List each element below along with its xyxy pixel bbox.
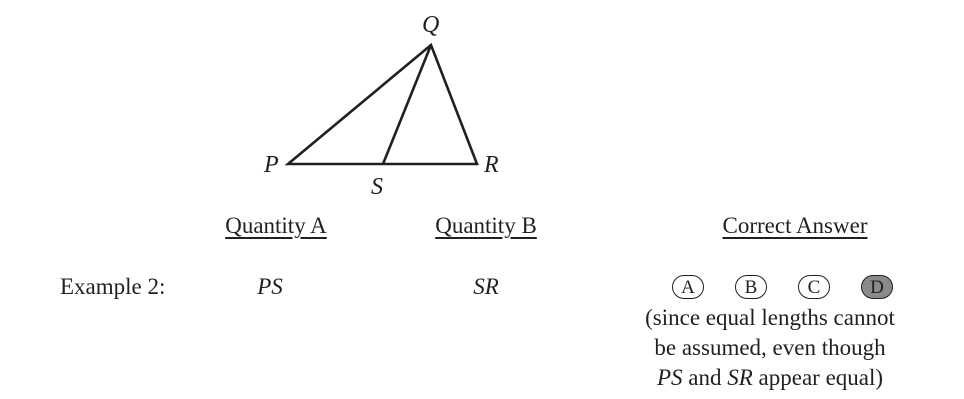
header-quantity-a: Quantity A bbox=[225, 213, 327, 238]
explanation-rest: appear equal) bbox=[752, 365, 884, 390]
vertex-label-p: P bbox=[264, 152, 279, 178]
explanation-line-1: (since equal lengths cannot bbox=[645, 305, 895, 330]
choice-d-bubble-selected[interactable]: D bbox=[861, 275, 893, 299]
quantity-b-value: SR bbox=[473, 274, 499, 299]
explanation-var-sr: SR bbox=[727, 365, 753, 390]
triangle-figure: Q P S R bbox=[264, 12, 499, 200]
triangle-pqr bbox=[284, 42, 479, 166]
header-correct-answer: Correct Answer bbox=[722, 213, 868, 238]
answer-choices: A B C D bbox=[672, 272, 924, 302]
choice-c-bubble[interactable]: C bbox=[798, 275, 830, 299]
explanation-var-ps: PS bbox=[656, 365, 683, 390]
explanation-line-3: PS and SR appear equal) bbox=[596, 363, 944, 393]
explanation-line-2: be assumed, even though bbox=[654, 335, 886, 360]
vertex-label-q: Q bbox=[422, 12, 440, 38]
choice-b-bubble[interactable]: B bbox=[735, 275, 767, 299]
triangle-diagram bbox=[284, 42, 479, 166]
quantity-a-value: PS bbox=[257, 274, 283, 299]
explanation-and: and bbox=[682, 365, 728, 390]
choice-a-bubble[interactable]: A bbox=[672, 275, 704, 299]
point-label-s: S bbox=[371, 174, 383, 200]
vertex-label-r: R bbox=[484, 152, 499, 178]
header-quantity-b: Quantity B bbox=[435, 213, 537, 238]
answer-explanation: (since equal lengths cannot be assumed, … bbox=[596, 303, 944, 393]
example-label: Example 2: bbox=[60, 274, 166, 299]
segment-qs bbox=[381, 44, 433, 165]
